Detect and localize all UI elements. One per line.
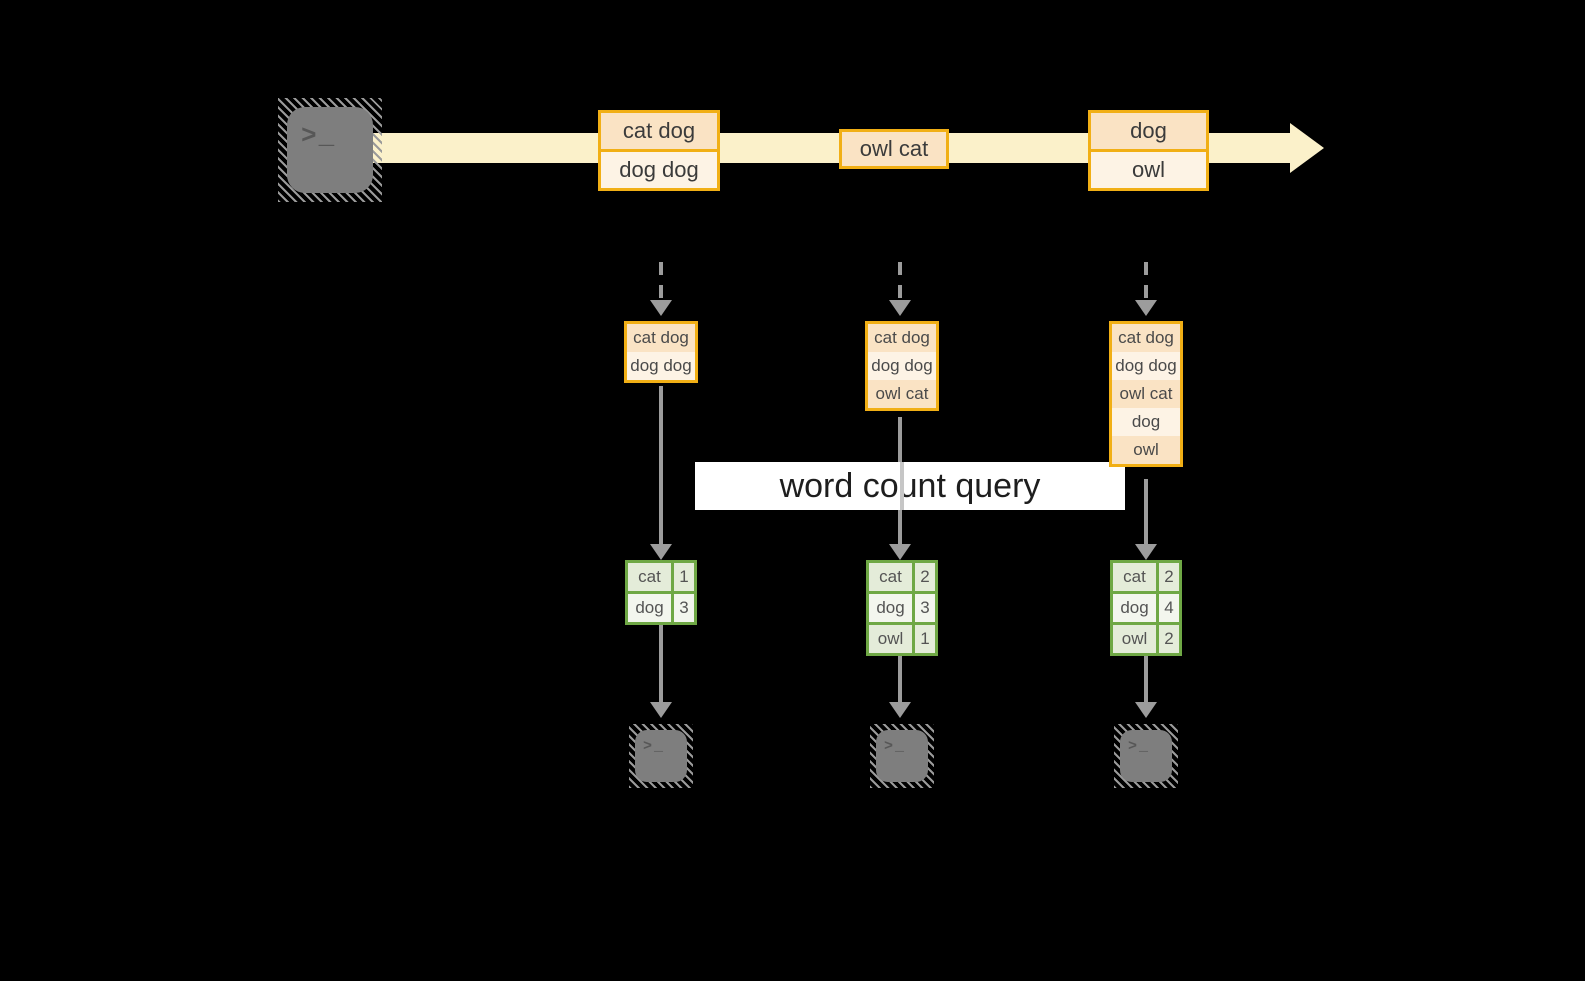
dashed-connector xyxy=(659,262,663,302)
prompt-glyph: >_ xyxy=(643,738,666,755)
terminal-screen: >_ xyxy=(287,107,373,193)
arrowhead-down-icon xyxy=(889,300,911,316)
dashed-connector xyxy=(1144,262,1148,302)
word-cell: owl xyxy=(1113,625,1156,653)
message-line: owl cat xyxy=(842,132,946,166)
count-cell: 1 xyxy=(674,563,694,591)
connector-line xyxy=(1144,656,1148,702)
message-line: cat dog xyxy=(601,113,717,149)
record: owl cat xyxy=(868,380,936,408)
record: cat dog xyxy=(868,324,936,352)
word-cell: cat xyxy=(1113,563,1156,591)
word-cell: dog xyxy=(869,594,912,622)
stream-arrowhead-icon xyxy=(1290,123,1324,173)
producer-terminal-icon: >_ xyxy=(278,98,382,202)
record: dog dog xyxy=(868,352,936,380)
terminal-screen: >_ xyxy=(1120,730,1172,782)
record: owl xyxy=(1112,436,1180,464)
arrowhead-down-icon xyxy=(650,702,672,718)
query-label-band: word count query xyxy=(695,462,1125,510)
count-cell: 1 xyxy=(915,625,935,653)
connector-line-overlay xyxy=(900,462,904,510)
word-cell: cat xyxy=(869,563,912,591)
stream-message-3: dog owl xyxy=(1088,110,1209,191)
message-line: dog dog xyxy=(601,152,717,188)
count-table-2: cat 2 dog 3 owl 1 xyxy=(866,560,938,656)
consumer-terminal-icon-1: >_ xyxy=(629,724,693,788)
count-cell: 3 xyxy=(915,594,935,622)
record-stack-2: cat dog dog dog owl cat xyxy=(865,321,939,411)
prompt-glyph: >_ xyxy=(884,738,907,755)
prompt-glyph: >_ xyxy=(301,121,337,151)
stream-message-1: cat dog dog dog xyxy=(598,110,720,191)
record: dog xyxy=(1112,408,1180,436)
record: dog dog xyxy=(1112,352,1180,380)
consumer-terminal-icon-2: >_ xyxy=(870,724,934,788)
terminal-screen: >_ xyxy=(635,730,687,782)
arrowhead-down-icon xyxy=(650,300,672,316)
count-cell: 4 xyxy=(1159,594,1179,622)
arrowhead-down-icon xyxy=(1135,300,1157,316)
record: owl cat xyxy=(1112,380,1180,408)
connector-line xyxy=(659,386,663,544)
record-stack-3: cat dog dog dog owl cat dog owl xyxy=(1109,321,1183,467)
count-cell: 2 xyxy=(1159,563,1179,591)
consumer-terminal-icon-3: >_ xyxy=(1114,724,1178,788)
message-line: dog xyxy=(1091,113,1206,149)
word-cell: cat xyxy=(628,563,671,591)
record: cat dog xyxy=(1112,324,1180,352)
count-table-1: cat 1 dog 3 xyxy=(625,560,697,625)
count-cell: 2 xyxy=(915,563,935,591)
arrowhead-down-icon xyxy=(1135,702,1157,718)
query-label: word count query xyxy=(779,466,1041,505)
connector-line xyxy=(898,656,902,702)
count-cell: 2 xyxy=(1159,625,1179,653)
count-cell: 3 xyxy=(674,594,694,622)
record: cat dog xyxy=(627,324,695,352)
message-line: owl xyxy=(1091,152,1206,188)
arrowhead-down-icon xyxy=(889,544,911,560)
dashed-connector xyxy=(898,262,902,302)
connector-line xyxy=(1144,479,1148,544)
arrowhead-down-icon xyxy=(1135,544,1157,560)
word-cell: owl xyxy=(869,625,912,653)
record: dog dog xyxy=(627,352,695,380)
word-cell: dog xyxy=(628,594,671,622)
prompt-glyph: >_ xyxy=(1128,738,1151,755)
record-stack-1: cat dog dog dog xyxy=(624,321,698,383)
word-cell: dog xyxy=(1113,594,1156,622)
terminal-screen: >_ xyxy=(876,730,928,782)
arrowhead-down-icon xyxy=(650,544,672,560)
arrowhead-down-icon xyxy=(889,702,911,718)
connector-line xyxy=(659,625,663,702)
count-table-3: cat 2 dog 4 owl 2 xyxy=(1110,560,1182,656)
stream-message-2: owl cat xyxy=(839,129,949,169)
